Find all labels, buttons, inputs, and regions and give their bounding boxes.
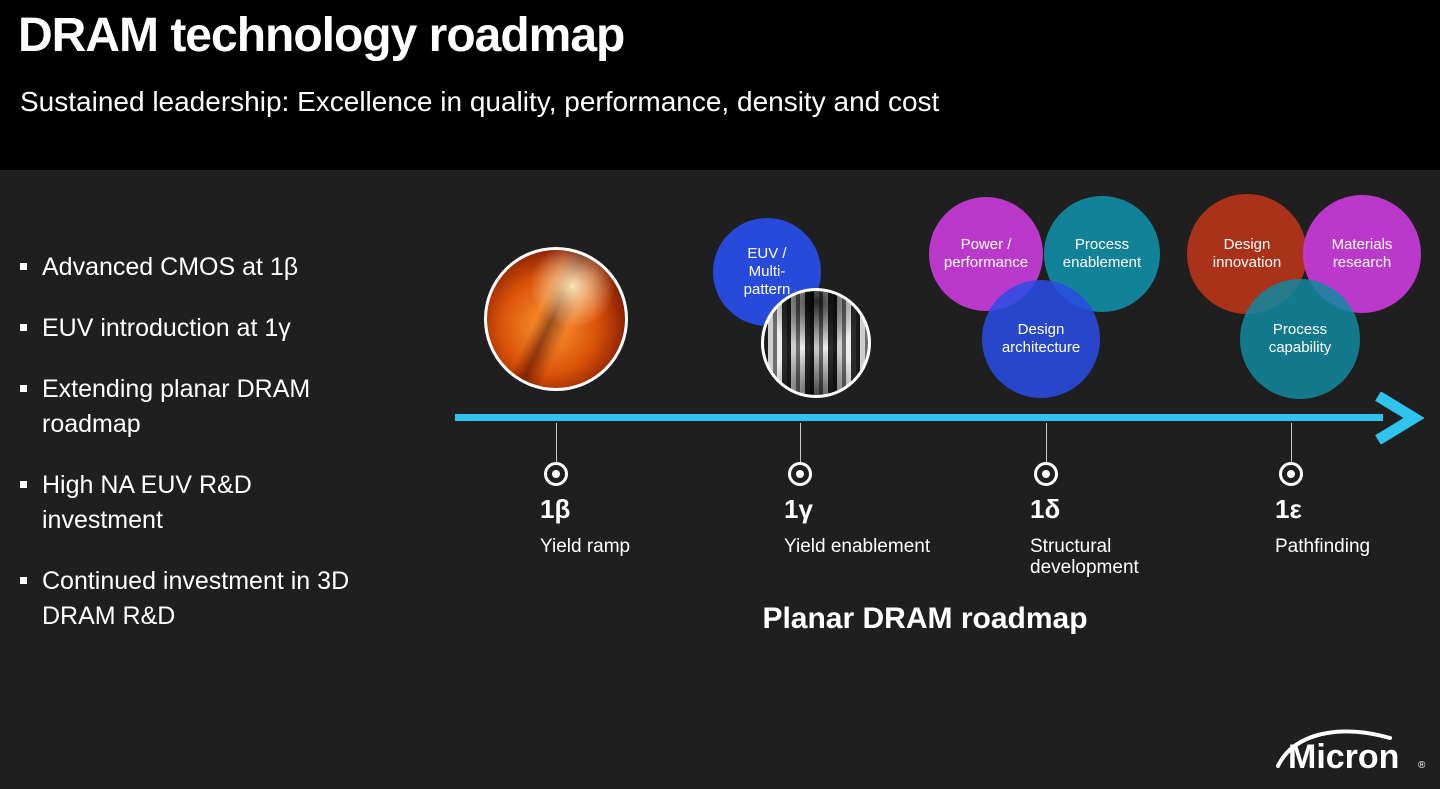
timeline-node-icon	[1279, 462, 1303, 486]
slide-title: DRAM technology roadmap	[18, 9, 625, 62]
micron-logo: Micron ®	[1272, 722, 1432, 782]
milestone: 1ε Pathfinding	[1275, 494, 1430, 558]
milestone-node-name: 1γ	[784, 494, 813, 524]
milestone-label: Pathfinding	[1275, 536, 1371, 557]
bullet-text: High NA EUV R&D investment	[42, 471, 252, 534]
square-bullet-icon	[20, 263, 27, 270]
micron-logo-mark: ®	[1418, 760, 1426, 771]
square-bullet-icon	[20, 481, 27, 488]
bullet-text: Advanced CMOS at 1β	[42, 253, 299, 281]
timeline-node-icon	[788, 462, 812, 486]
bullet-list: Advanced CMOS at 1β EUV introduction at …	[18, 250, 370, 660]
bullet-item: Continued investment in 3D DRAM R&D	[18, 564, 370, 634]
connector-line	[800, 423, 801, 463]
milestone-node-name: 1δ	[1030, 494, 1061, 524]
bullet-item: Advanced CMOS at 1β	[18, 250, 370, 285]
milestone-label: Yield ramp	[540, 536, 631, 557]
micron-logo-text: Micron	[1288, 738, 1399, 776]
milestone: 1γ Yield enablement	[784, 494, 939, 558]
wafer-photo	[484, 247, 628, 391]
milestone-label: Structural development	[1030, 536, 1139, 578]
arrow-head-icon	[1375, 392, 1424, 444]
slide-subtitle: Sustained leadership: Excellence in qual…	[20, 86, 940, 117]
milestone-label: Yield enablement	[784, 536, 931, 557]
milestone: 1δ Structural development	[1030, 494, 1185, 579]
bubble-process-capability: Process capability	[1240, 279, 1360, 399]
sem-photo	[761, 288, 871, 398]
bullet-item: Extending planar DRAM roadmap	[18, 372, 370, 442]
micron-swoosh-icon	[1276, 729, 1392, 768]
milestone: 1β Yield ramp	[540, 494, 695, 558]
square-bullet-icon	[20, 324, 27, 331]
bullet-item: EUV introduction at 1γ	[18, 311, 370, 346]
connector-line	[1291, 423, 1292, 463]
timeline-caption: Planar DRAM roadmap	[762, 602, 1088, 635]
connector-line	[1046, 423, 1047, 463]
timeline-arrow	[455, 414, 1383, 421]
bullet-text: Extending planar DRAM roadmap	[42, 375, 311, 438]
bubble-euv-multipattern: EUV / Multi- pattern	[713, 218, 821, 326]
bubble-design-architecture: Design architecture	[982, 280, 1100, 398]
timeline-node-icon	[544, 462, 568, 486]
milestone-node-name: 1ε	[1275, 494, 1302, 524]
bullet-text: EUV introduction at 1γ	[42, 314, 291, 342]
micron-logo-graphic: Micron ®	[1276, 729, 1426, 776]
timeline-node-icon	[1034, 462, 1058, 486]
bullet-text: Continued investment in 3D DRAM R&D	[42, 567, 350, 630]
square-bullet-icon	[20, 577, 27, 584]
bullet-item: High NA EUV R&D investment	[18, 468, 370, 538]
connector-line	[556, 423, 557, 463]
milestone-node-name: 1β	[540, 494, 571, 524]
square-bullet-icon	[20, 385, 27, 392]
header-band: DRAM technology roadmap Sustained leader…	[0, 0, 1440, 170]
